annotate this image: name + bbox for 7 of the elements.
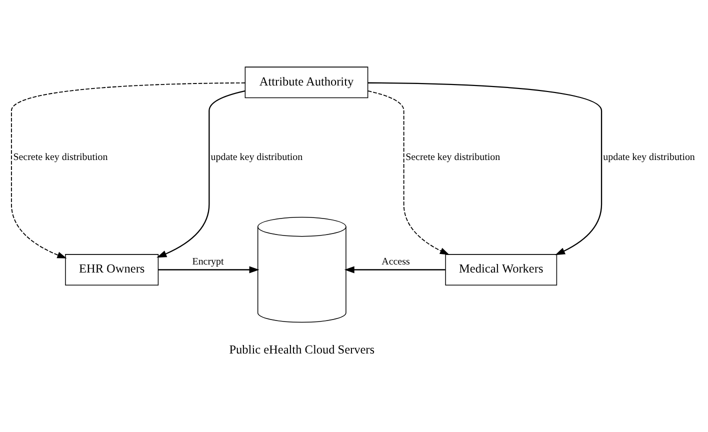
edge-label: Encrypt	[192, 256, 224, 268]
edge-label: update key distribution	[603, 152, 695, 163]
edge-label: Secrete key distribution	[13, 152, 108, 163]
node-label: Public eHealth Cloud Servers	[229, 342, 375, 356]
edge-label: update key distribution	[210, 152, 303, 163]
edge-label: Access	[382, 256, 410, 268]
edge-label: Secrete key distribution	[406, 152, 500, 163]
